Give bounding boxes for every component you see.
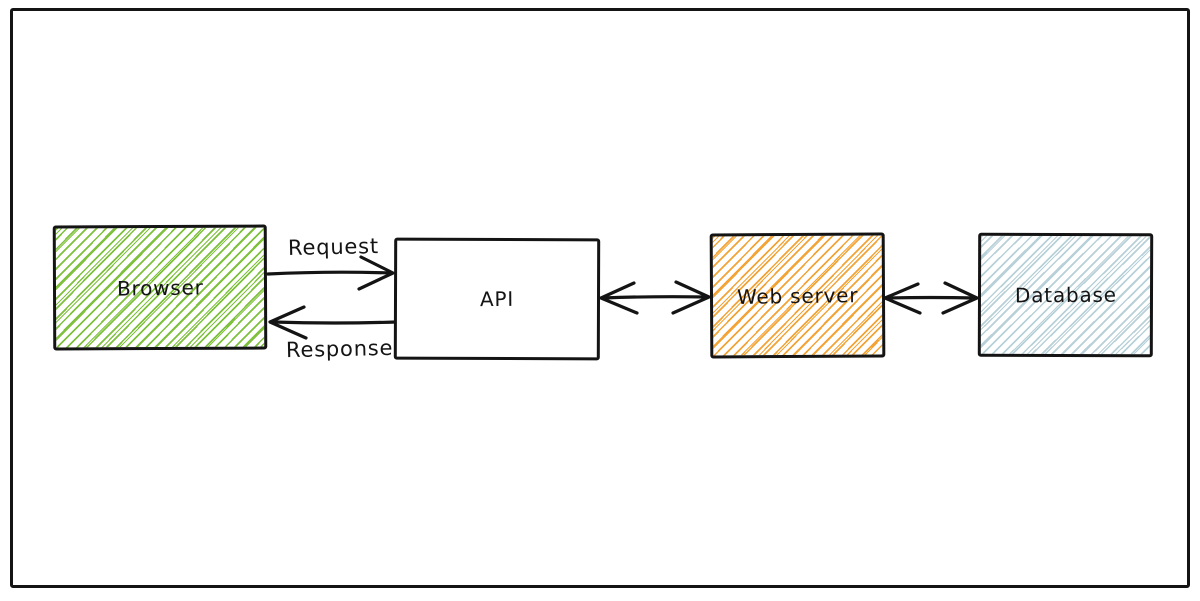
node-database-label: Database — [1014, 282, 1117, 308]
node-api-label: API — [479, 286, 515, 312]
node-browser-label: Browser — [116, 274, 204, 301]
node-database: Database — [977, 232, 1154, 358]
edge-label-response: Response — [285, 335, 394, 363]
node-web-server: Web server — [709, 232, 886, 359]
edge-label-request: Request — [287, 234, 380, 260]
node-web-server-label: Web server — [736, 282, 859, 309]
outer-frame — [10, 8, 1190, 588]
node-browser: Browser — [52, 224, 268, 351]
node-api: API — [393, 237, 601, 361]
